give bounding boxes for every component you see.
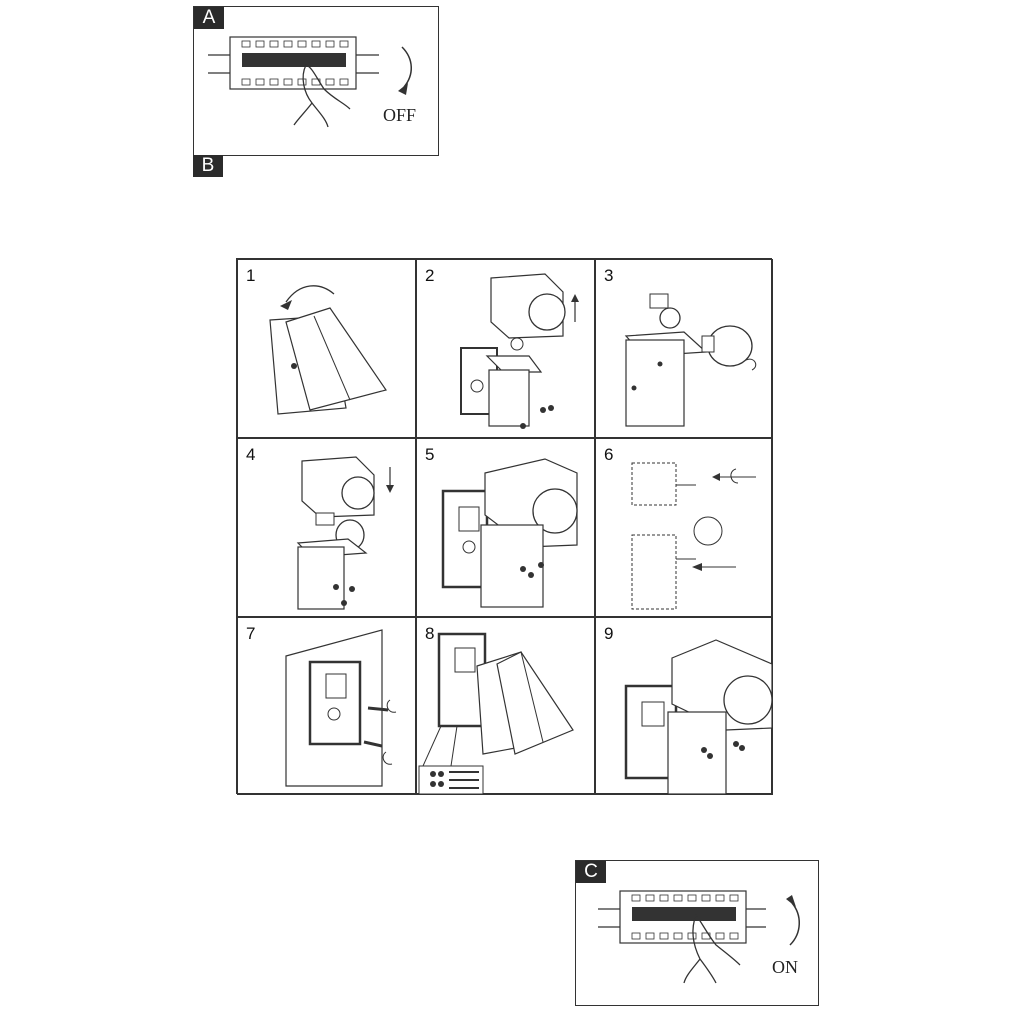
step-2: 2 (416, 259, 595, 438)
step-number: 6 (604, 445, 614, 464)
terminal-icon (418, 632, 574, 794)
bulb-icon (624, 293, 757, 427)
step-number: 4 (246, 445, 256, 464)
lamp-cube-icon (269, 285, 387, 415)
step-4: 4 (237, 438, 416, 617)
panel-b-tag: B (193, 155, 223, 177)
lamp-cube-icon (296, 456, 394, 610)
wall-icon (285, 629, 397, 787)
step-number: 2 (425, 266, 435, 285)
step-number: 7 (246, 624, 256, 643)
wall-box-icon (460, 273, 579, 429)
wall-icon (631, 462, 756, 610)
breaker-icon (208, 36, 412, 128)
screw-icon (363, 706, 389, 748)
step-number: 8 (425, 624, 435, 643)
step-number: 9 (604, 624, 614, 643)
breaker-icon (598, 890, 800, 984)
step-5: 5 (416, 438, 595, 617)
step-3: 3 (595, 259, 773, 438)
step-number: 3 (604, 266, 614, 285)
steps-grid: 1 2 3 (236, 258, 773, 795)
step-number: 5 (425, 445, 435, 464)
step-7: 7 (237, 617, 416, 795)
step-9: 9 (595, 617, 773, 795)
screw-icon (333, 584, 355, 606)
panel-c-tag: C (576, 861, 606, 883)
panel-a-tag: A (194, 7, 224, 29)
step-1: 1 (237, 259, 416, 438)
panel-a-breaker-off: A OFF (193, 6, 439, 156)
wall-box-icon (441, 458, 578, 608)
panel-c-breaker-on: C ON (575, 860, 819, 1006)
hand-icon (293, 64, 351, 128)
screw-icon (701, 741, 745, 759)
lamp-cube-icon (624, 639, 772, 794)
screw-icon (520, 562, 544, 578)
panel-c-on-label: ON (772, 957, 798, 977)
screw-icon (520, 405, 554, 429)
step-6: 6 (595, 438, 773, 617)
step-8: 8 (416, 617, 595, 795)
arrow-icon (401, 46, 412, 88)
panel-a-off-label: OFF (383, 105, 417, 125)
hand-icon (683, 914, 741, 984)
arrow-icon (789, 902, 800, 946)
step-number: 1 (246, 266, 256, 285)
